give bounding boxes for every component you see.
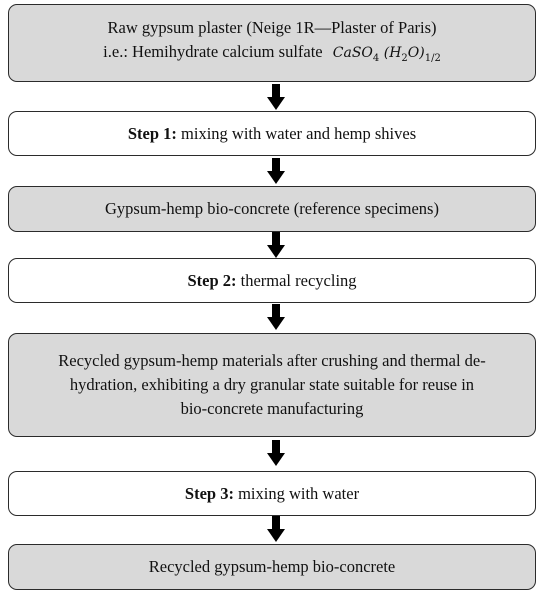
- final-product-text: Recycled gypsum-hemp bio-concrete: [148, 557, 396, 576]
- raw-gypsum-subtitle-prefix: i.e.: Hemihydrate calcium sulfate: [103, 41, 323, 61]
- formula-sub1: 4: [372, 52, 380, 64]
- step-3-description: mixing with water: [233, 483, 360, 503]
- formula-part3: O): [407, 44, 425, 61]
- raw-gypsum-box: Raw gypsum plaster (Neige 1R—Plaster of …: [8, 4, 536, 82]
- step-2-text: Step 2: thermal recycling: [187, 269, 356, 293]
- step-2-description: thermal recycling: [236, 270, 357, 290]
- raw-gypsum-title: Raw gypsum plaster (Neige 1R—Plaster of …: [107, 17, 437, 37]
- arrow-down-icon: [267, 158, 285, 184]
- raw-gypsum-subtitle: i.e.: Hemihydrate calcium sulfate CaSO4 …: [103, 40, 441, 71]
- step-3-text: Step 3: mixing with water: [185, 482, 359, 506]
- reference-specimens-text: Gypsum-hemp bio-concrete (reference spec…: [105, 199, 439, 218]
- recycled-materials-box: Recycled gypsum-hemp materials after cru…: [8, 333, 536, 437]
- reference-specimens-box: Gypsum-hemp bio-concrete (reference spec…: [8, 186, 536, 232]
- step-1-description: mixing with water and hemp shives: [176, 123, 417, 143]
- step-3-label: Step 3:: [184, 483, 234, 503]
- step-1-label: Step 1:: [127, 123, 177, 143]
- arrow-down-icon: [267, 304, 285, 330]
- formula-sub2: 2: [401, 52, 408, 64]
- arrow-down-icon: [267, 232, 285, 258]
- arrow-down-icon: [267, 440, 285, 466]
- arrow-down-icon: [267, 84, 285, 110]
- step-2-label: Step 2:: [187, 270, 237, 290]
- step-2-box: Step 2: thermal recycling: [8, 258, 536, 303]
- recycled-materials-line1: Recycled gypsum-hemp materials after cru…: [58, 351, 486, 370]
- step-1-box: Step 1: mixing with water and hemp shive…: [8, 111, 536, 156]
- step-1-text: Step 1: mixing with water and hemp shive…: [128, 122, 416, 146]
- final-product-box: Recycled gypsum-hemp bio-concrete: [8, 544, 536, 590]
- formula-sub3: 1/2: [424, 52, 441, 64]
- step-3-box: Step 3: mixing with water: [8, 471, 536, 516]
- recycled-materials-line2: hydration, exhibiting a dry granular sta…: [69, 375, 475, 394]
- formula-part2: (H: [379, 44, 402, 61]
- formula-part1: CaSO: [332, 44, 373, 61]
- arrow-down-icon: [267, 516, 285, 542]
- recycled-materials-line3: bio-concrete manufacturing: [180, 399, 364, 418]
- chemical-formula: CaSO4 (H2O)1/2: [332, 44, 441, 64]
